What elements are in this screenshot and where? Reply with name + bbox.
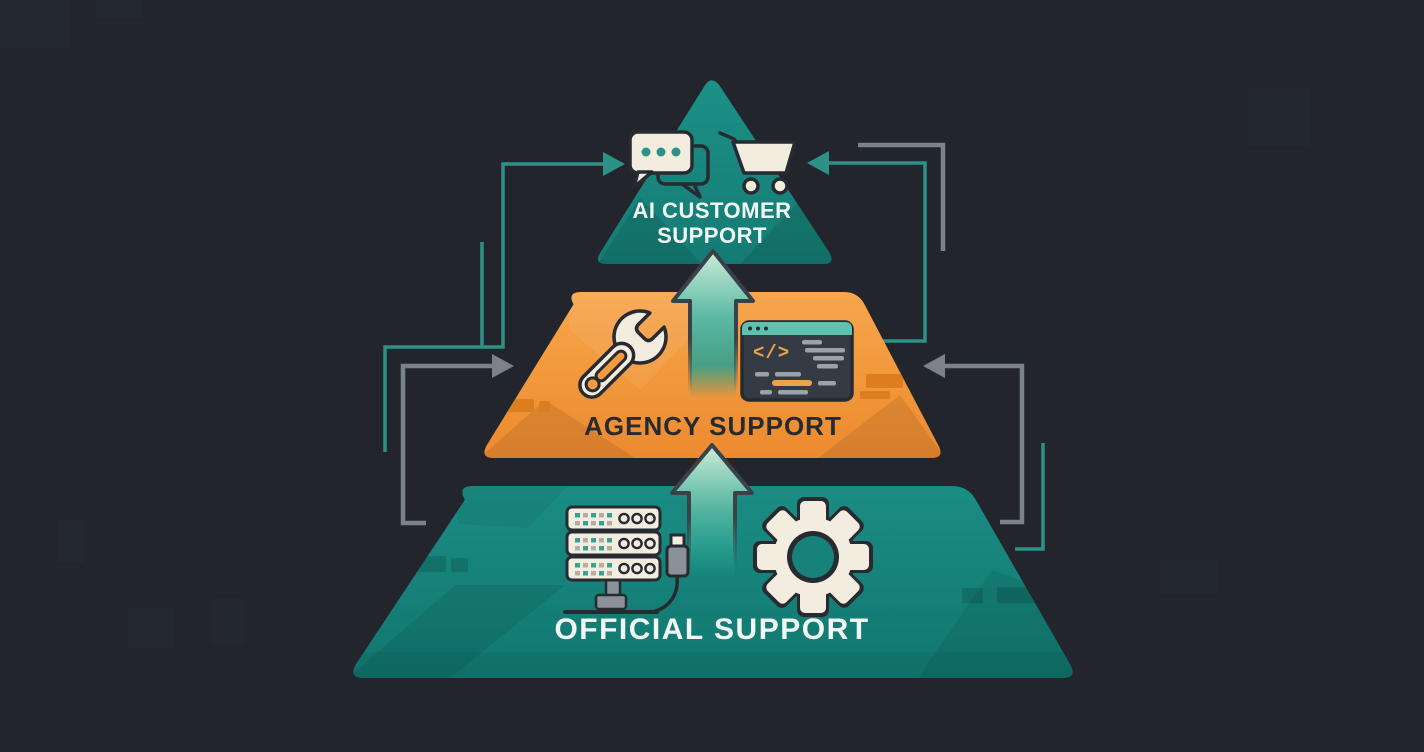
bg-decor-rect (1248, 88, 1310, 146)
top-tier-icons (628, 130, 797, 199)
highlighted-code-line (772, 380, 812, 386)
bg-decor-rect (1160, 560, 1218, 594)
center-up-arrow-middle-to-top (671, 249, 755, 399)
left-arrowhead (807, 151, 829, 175)
tier-official-support (353, 486, 1073, 678)
bottom-trapezoid-decor (353, 486, 1073, 678)
gear-icon (753, 497, 873, 617)
up-arrow-icon (670, 443, 754, 579)
code-window-icon: </> (740, 320, 854, 402)
server-leds (575, 512, 656, 576)
up-arrow-icon (671, 249, 755, 399)
top-right-gray-connector (858, 142, 946, 251)
bottom-tier-icons (563, 497, 873, 617)
bg-decor-rect (0, 0, 70, 48)
bg-decor-rect (96, 0, 142, 18)
right-lower-teal-connector (1015, 443, 1045, 551)
code-lines (755, 340, 845, 395)
bg-decor-rect (128, 608, 174, 648)
wrench-icon (578, 309, 668, 399)
chat-bubbles-icon (628, 130, 710, 199)
center-up-arrow-bottom-to-middle (670, 443, 754, 579)
bg-decor-rect (58, 520, 84, 562)
tier-label-official-support: OFFICIAL SUPPORT (554, 613, 870, 646)
gear-center-hole (792, 536, 834, 578)
tier-label-agency-support: AGENCY SUPPORT (584, 411, 842, 441)
left-teal-connector (383, 152, 625, 452)
window-title-bar (742, 322, 852, 335)
right-arrowhead (492, 354, 514, 378)
bg-decor-rect (212, 598, 244, 644)
server-rack-icon (563, 505, 690, 614)
tier-label-line2: SUPPORT (657, 222, 767, 248)
code-symbol: </> (753, 342, 790, 364)
middle-tier-icons: </> (578, 309, 854, 402)
left-arrowhead (923, 354, 945, 378)
tier-label-line1: AI CUSTOMER (632, 198, 792, 223)
server-units (565, 505, 662, 582)
tier-label-ai-customer-support: AI CUSTOMER SUPPORT (592, 198, 832, 248)
shopping-cart-icon (718, 131, 797, 195)
usb-plug-icon (654, 533, 690, 613)
right-arrowhead (603, 152, 625, 176)
bottom-trapezoid-shape (353, 486, 1073, 678)
